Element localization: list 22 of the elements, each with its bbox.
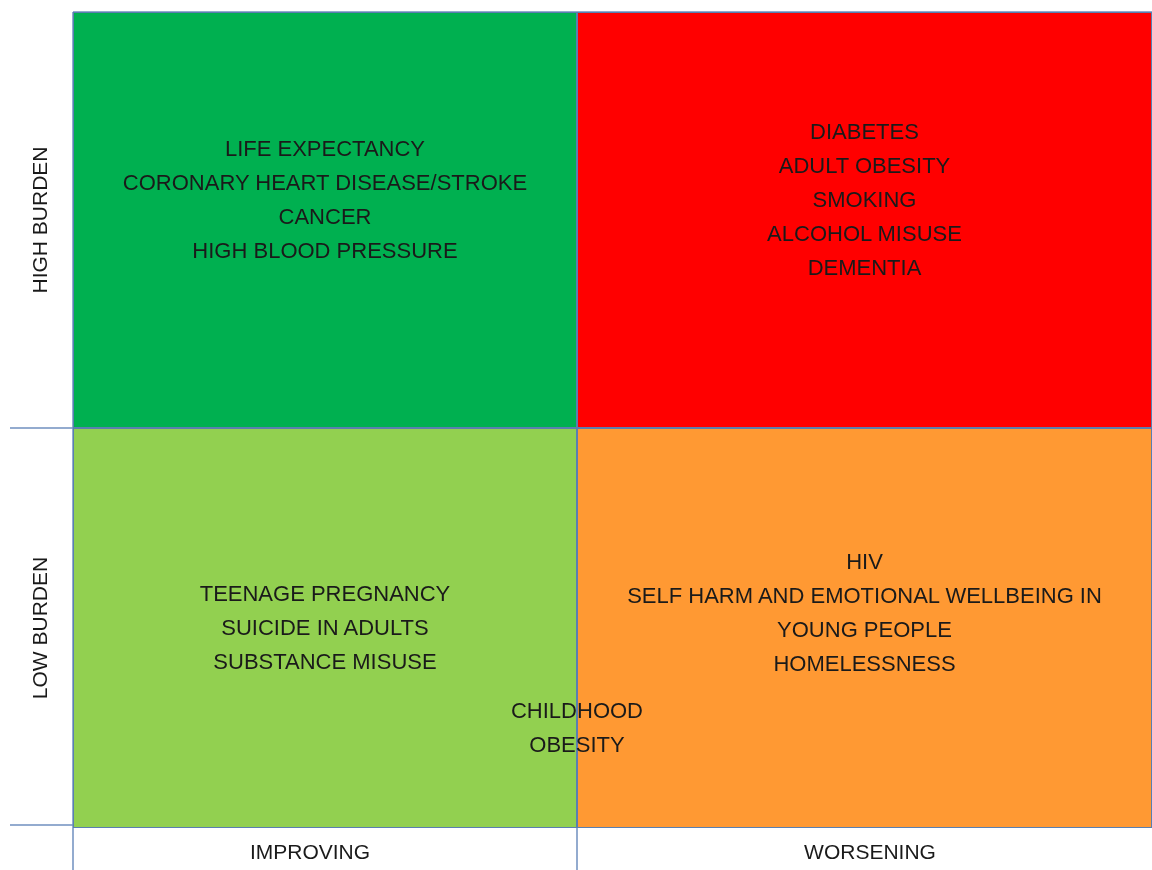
topic-text: SMOKING [812, 186, 917, 214]
topic-text: DIABETES [810, 118, 919, 146]
topic-text: CHILDHOOD OBESITY [510, 697, 644, 759]
topic-text: ALCOHOL MISUSE [767, 220, 962, 248]
quadrant-panel [577, 12, 1152, 428]
topic-text: ADULT OBESITY [778, 152, 951, 180]
topic-text: LIFE EXPECTANCY [224, 135, 426, 163]
topic-text: SELF HARM AND EMOTIONAL WELLBEING IN YOUNG PEOPLE [626, 582, 1103, 644]
topic-text: HIGH BLOOD PRESSURE [192, 237, 458, 265]
topic-text: SUBSTANCE MISUSE [213, 648, 437, 676]
topic-text: DEMENTIA [807, 254, 922, 282]
topic-text: TEENAGE PREGNANCY [199, 580, 451, 608]
axis-label: LOW BURDEN [28, 556, 52, 700]
axis-label: WORSENING [804, 840, 936, 864]
topic-text: SUICIDE IN ADULTS [221, 614, 429, 642]
topic-text: HOMELESSNESS [773, 650, 956, 678]
axis-label: HIGH BURDEN [28, 146, 52, 294]
topic-text: CANCER [278, 203, 372, 231]
axis-label: IMPROVING [249, 840, 371, 864]
quadrant-panel [73, 12, 577, 428]
topic-text: HIV [846, 548, 883, 576]
topic-text: CORONARY HEART DISEASE/STROKE [122, 169, 528, 197]
